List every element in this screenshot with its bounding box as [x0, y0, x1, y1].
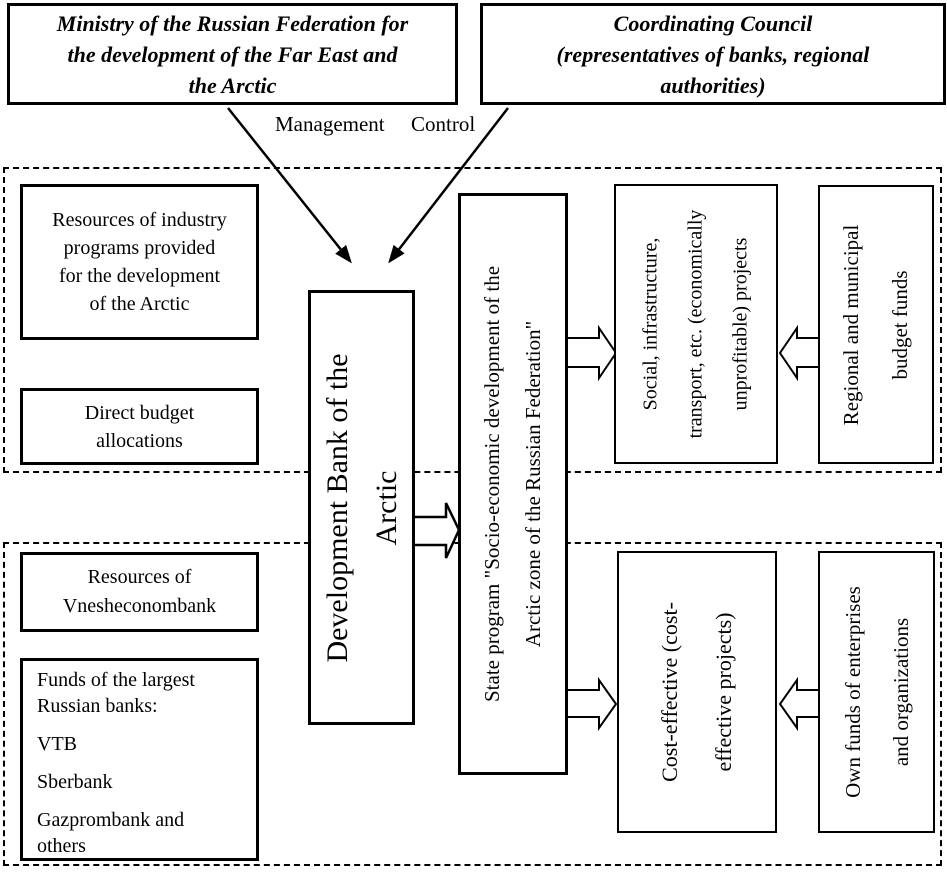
direct-budget-line: allocations — [96, 429, 183, 452]
ministry-line: the Arctic — [188, 72, 277, 98]
direct-budget-box: Direct budget allocations — [20, 388, 259, 465]
social-projects-box: Social, infrastructure, transport, etc. … — [614, 184, 778, 464]
industry-programs-line: of the Arctic — [89, 293, 190, 315]
bank-funds-box: Funds of the largest Russian banks: VTB … — [20, 658, 259, 861]
social-projects-line: transport, etc. (economically — [684, 209, 707, 439]
ministry-line: the development of the Far East and — [67, 41, 398, 67]
bank-funds-line: Funds of the largest — [37, 669, 195, 691]
ministry-box: Ministry of the Russian Federation for t… — [7, 3, 458, 105]
bank-funds-line: Gazprombank and — [37, 809, 185, 831]
development-bank-box: Development Bank of the Arctic — [308, 290, 415, 725]
industry-programs-line: Resources of industry — [52, 209, 227, 231]
regional-budget-line: budget funds — [888, 269, 912, 380]
vnesheconombank-box: Resources of Vnesheconombank — [20, 552, 259, 632]
industry-programs-box: Resources of industry programs provided … — [20, 184, 259, 340]
own-funds-line: Own funds of enterprises — [840, 586, 865, 798]
state-program-box: State program "Socio-economic developmen… — [458, 193, 568, 775]
own-funds-line: and organizations — [888, 617, 913, 767]
development-bank-line: Development Bank of the — [320, 352, 354, 663]
bank-funds-line: VTB — [37, 733, 77, 755]
bank-funds-line: Russian banks: — [37, 695, 158, 717]
regional-budget-box: Regional and municipal budget funds — [818, 185, 934, 464]
social-projects-line: Social, infrastructure, — [639, 237, 662, 411]
council-line: authorities) — [660, 72, 766, 98]
regional-budget-line: Regional and municipal — [839, 224, 863, 425]
council-line: (representatives of banks, regional — [556, 41, 870, 67]
vnesheconombank-line: Vnesheconombank — [62, 595, 217, 617]
industry-programs-line: for the development — [58, 265, 221, 287]
control-label: Control — [411, 112, 476, 136]
management-label: Management — [275, 112, 385, 136]
bank-funds-line: Sberbank — [37, 771, 113, 793]
council-line: Coordinating Council — [613, 10, 813, 36]
ministry-line: Ministry of the Russian Federation for — [56, 10, 409, 36]
cost-effective-line: Cost-effective (cost- — [657, 602, 682, 782]
bank-funds-line: others — [37, 835, 86, 857]
cost-effective-line: effective projects) — [711, 612, 736, 772]
direct-budget-line: Direct budget — [84, 401, 195, 424]
cost-effective-box: Cost-effective (cost- effective projects… — [617, 551, 777, 833]
development-bank-line: Arctic — [369, 470, 403, 545]
coordinating-council-box: Coordinating Council (representatives of… — [480, 3, 946, 105]
social-projects-line: unprofitable) projects — [729, 237, 752, 411]
vnesheconombank-line: Resources of — [87, 566, 192, 588]
own-funds-box: Own funds of enterprises and organizatio… — [818, 551, 935, 833]
state-program-line: State program "Socio-economic developmen… — [480, 265, 504, 703]
industry-programs-line: programs provided — [63, 237, 216, 259]
state-program-line: Arctic zone of the Russian Federation" — [521, 320, 545, 648]
